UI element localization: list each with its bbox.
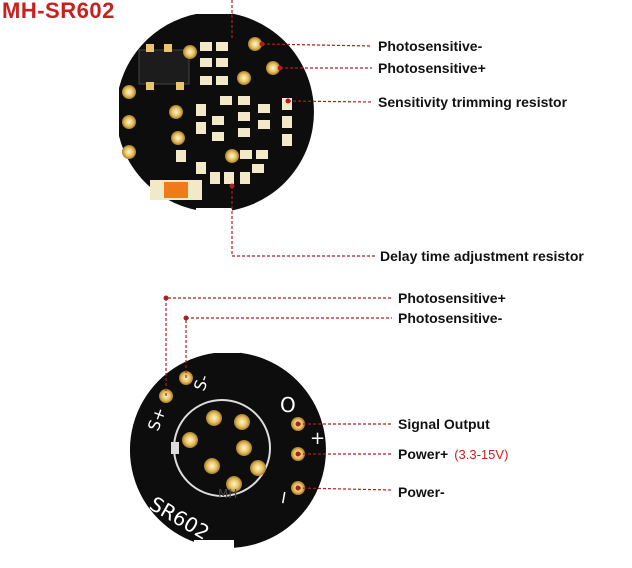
top-pad [122, 145, 136, 159]
leader-dot [285, 98, 291, 104]
top-board-notch [196, 208, 232, 218]
top-pad [183, 45, 197, 59]
top-smd-pad [200, 42, 212, 51]
label-power-minus: Power- [398, 484, 445, 500]
top-smd-pad [252, 164, 264, 173]
top-smd-pad [212, 132, 224, 141]
top-smd-pad [210, 172, 220, 184]
top-ic-lead [164, 44, 172, 52]
bottom-board-outline [129, 352, 326, 548]
top-smd-pad [282, 116, 292, 128]
top-smd-pad [196, 162, 206, 174]
label-power-plus-text: Power+ [398, 446, 449, 462]
leader-dot [229, 183, 235, 189]
leader-dot [295, 485, 301, 491]
top-smd-pad [216, 42, 228, 51]
top-smd-pad [196, 104, 206, 116]
silk-watermark: MH [218, 487, 237, 501]
bottom-board-notch-top [200, 343, 240, 353]
top-smd-pad [200, 76, 212, 85]
top-smd-pad [240, 172, 250, 184]
top-board-notch-top [196, 6, 232, 14]
top-pad [169, 105, 183, 119]
silk-plus: + [310, 428, 325, 449]
top-smd-pad [282, 98, 292, 110]
leader-dot [295, 451, 301, 457]
top-pad [225, 149, 239, 163]
sensor-pad [234, 414, 250, 430]
top-pad [171, 131, 185, 145]
label-power-plus-range: (3.3-15V) [454, 447, 509, 462]
top-pad [122, 85, 136, 99]
top-smd-pad [220, 96, 232, 105]
photosensitive-plus-pad [266, 61, 280, 75]
top-capacitor [164, 182, 188, 198]
top-smd-pad [258, 120, 270, 129]
top-smd-pad [256, 150, 268, 159]
top-ic-lead [146, 44, 154, 52]
top-smd-pad [216, 58, 228, 67]
sensor-pad [204, 458, 220, 474]
top-smd-pad [212, 116, 224, 125]
label-top-photosensitive-minus: Photosensitive- [378, 38, 483, 54]
top-smd-pad [216, 76, 228, 85]
diagram-title: MH-SR602 [2, 0, 115, 23]
top-smd-pad [238, 128, 250, 137]
top-smd-pad [282, 134, 292, 146]
top-smd-pad [258, 104, 270, 113]
label-signal-output: Signal Output [398, 416, 490, 432]
label-sensitivity-trimming-resistor: Sensitivity trimming resistor [378, 94, 568, 110]
top-smd-pad [200, 58, 212, 67]
bottom-leader-dots [163, 295, 301, 491]
leader-dot [163, 295, 169, 301]
top-board [119, 6, 314, 218]
label-delay-time-adjustment-resistor: Delay time adjustment resistor [380, 248, 584, 264]
top-smd-pad [176, 150, 186, 162]
sensor-pad [236, 440, 252, 456]
label-power-plus: Power+ (3.3-15V) [398, 446, 508, 463]
top-smd-pad [224, 172, 234, 184]
top-ic-chip [138, 49, 190, 85]
top-leaders [231, 0, 376, 257]
top-leader-dots [229, 41, 291, 189]
top-pad [122, 115, 136, 129]
label-bottom-photosensitive-minus: Photosensitive- [398, 310, 503, 326]
top-smd-pad [240, 150, 252, 159]
top-smd-pad [196, 122, 206, 134]
silk-out: O [280, 393, 296, 417]
sensor-pad [250, 460, 266, 476]
top-pad [237, 71, 251, 85]
sensor-ring-tab [171, 442, 179, 454]
top-smd-pad [238, 112, 250, 121]
photosensitive-minus-pad [248, 37, 262, 51]
label-bottom-photosensitive-plus: Photosensitive+ [398, 290, 506, 306]
leader-dot [259, 41, 265, 47]
bottom-board-notch-bottom [194, 540, 234, 552]
sensor-pad [206, 410, 222, 426]
top-ic-lead [146, 82, 154, 90]
leader-dot [295, 421, 301, 427]
leader-dot [183, 315, 189, 321]
top-ic-lead [176, 82, 184, 90]
bottom-board: S+ S- SR602 O + − MH [129, 343, 326, 552]
silk-s-minus: S- [190, 372, 213, 393]
leader-photo-minus [261, 43, 373, 47]
label-top-photosensitive-plus: Photosensitive+ [378, 60, 486, 76]
leader-power-minus [297, 487, 393, 491]
silk-minus: − [272, 488, 295, 507]
sensor-pad [182, 432, 198, 448]
top-smd-pad [238, 96, 250, 105]
leader-sensitivity [287, 100, 373, 103]
leader-dot [277, 65, 283, 71]
sensor-pad [226, 476, 242, 492]
